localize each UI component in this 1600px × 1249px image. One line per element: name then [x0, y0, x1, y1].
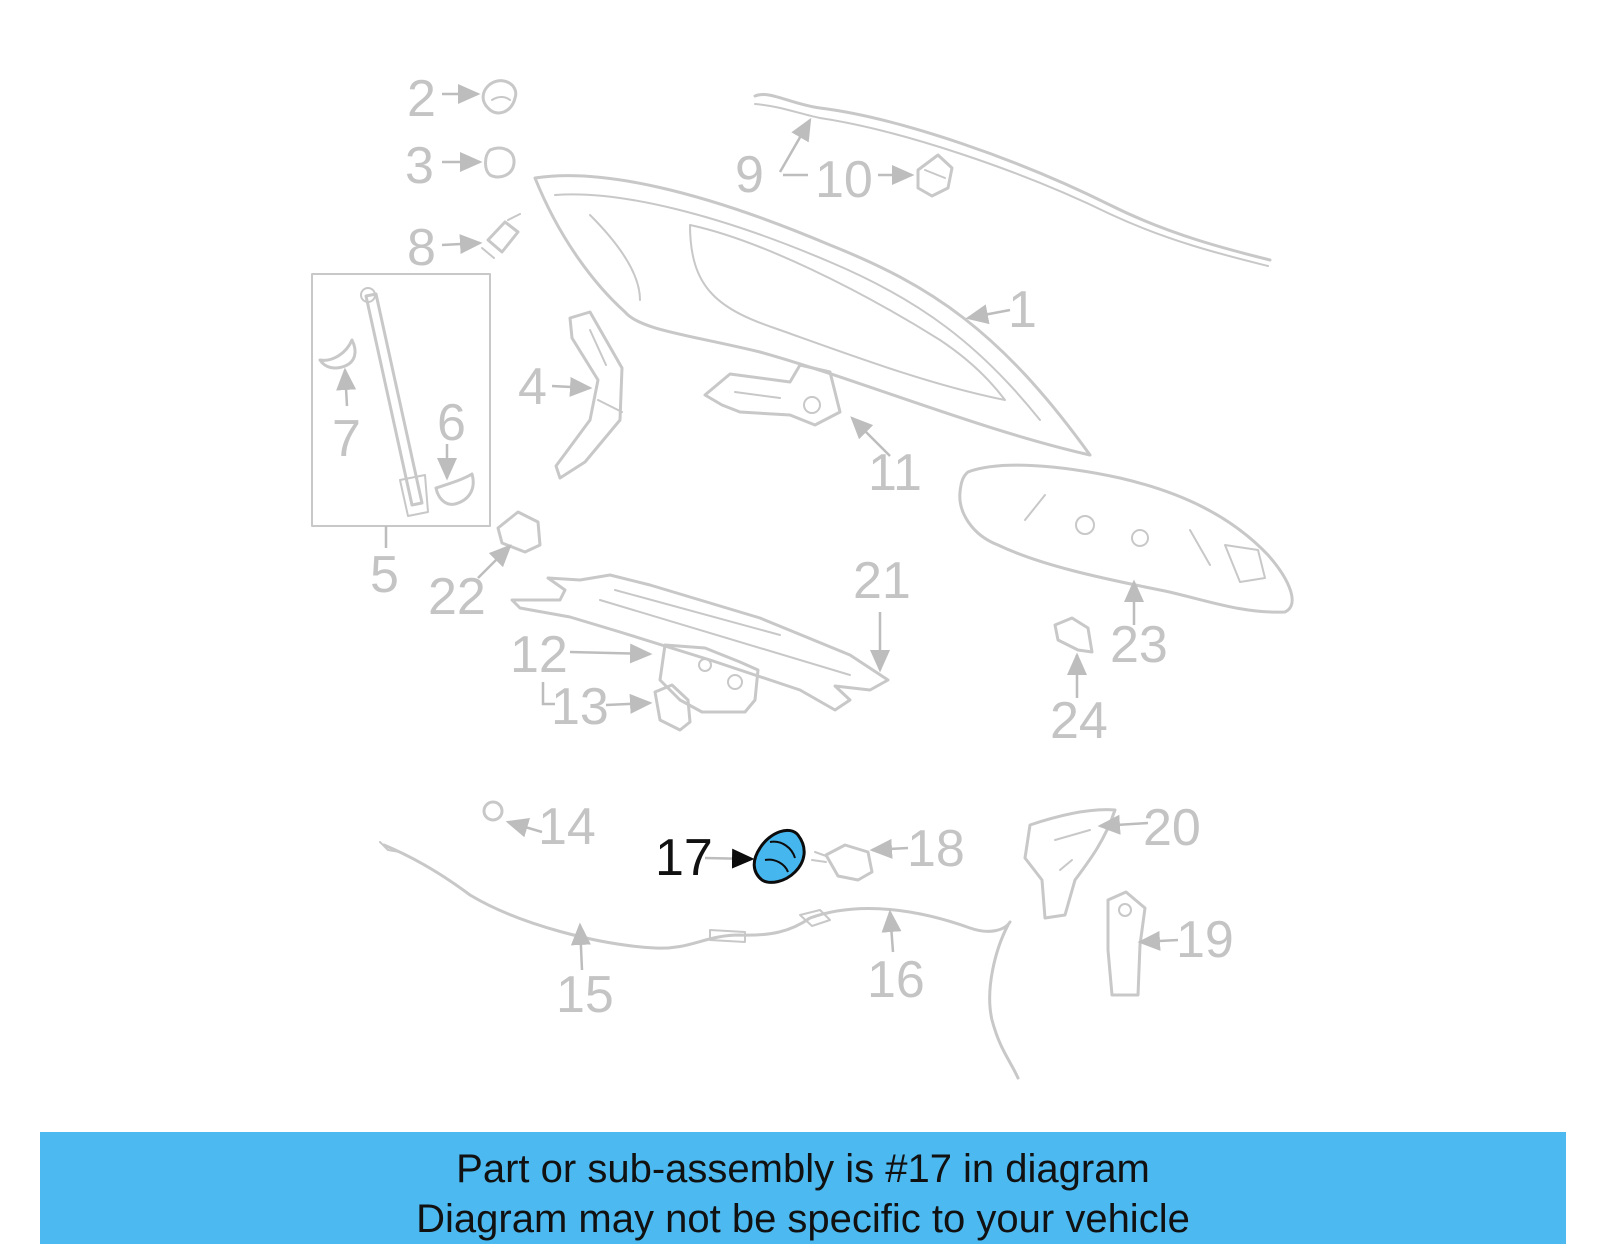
hood-panel-part [533, 174, 1092, 457]
callout-13: 13 [551, 678, 609, 736]
release-cable-part [379, 841, 1020, 1080]
hood-latch-part [658, 643, 760, 714]
clip-part-24 [1053, 616, 1094, 654]
weatherstrip-part [753, 93, 1272, 267]
callout-19: 19 [1176, 911, 1234, 969]
callout-3: 3 [405, 137, 434, 195]
callout-labels: 2 3 8 9 10 1 4 7 6 11 5 22 21 12 13 23 2… [332, 70, 1234, 1024]
clip-part-8 [481, 213, 521, 259]
bracket-part-13 [653, 683, 692, 732]
banner-line-part-number: Part or sub-assembly is #17 in diagram [456, 1147, 1150, 1191]
callout-17[interactable]: 17 [655, 829, 713, 887]
callout-20: 20 [1143, 799, 1201, 857]
leader-lines [336, 84, 1179, 971]
ring-part-14 [482, 800, 504, 822]
latch-bracket-part [703, 363, 842, 427]
info-banner: Part or sub-assembly is #17 in diagram D… [40, 1132, 1566, 1244]
bumper-part-18 [811, 843, 874, 882]
callout-5: 5 [370, 546, 399, 604]
callout-9: 9 [735, 146, 764, 204]
callout-10: 10 [815, 151, 873, 209]
callout-6: 6 [437, 394, 466, 452]
callout-2: 2 [407, 70, 436, 128]
hinge-part [554, 310, 624, 480]
bumper-part-22 [496, 510, 542, 554]
callout-4: 4 [518, 358, 547, 416]
callout-7: 7 [332, 410, 361, 468]
support-panel-part [510, 573, 890, 712]
strut-assembly-box [311, 273, 491, 527]
callout-23: 23 [1110, 616, 1168, 674]
callout-15: 15 [556, 966, 614, 1024]
callout-12: 12 [510, 626, 568, 684]
banner-line-disclaimer: Diagram may not be specific to your vehi… [416, 1197, 1190, 1241]
release-handle-part-17[interactable] [752, 829, 806, 884]
callout-1: 1 [1008, 281, 1037, 339]
callout-16: 16 [867, 951, 925, 1009]
callout-18: 18 [907, 820, 965, 878]
callout-11: 11 [868, 444, 922, 502]
callout-21: 21 [853, 552, 911, 610]
bumper-part-2 [481, 79, 518, 115]
plug-part [916, 153, 954, 198]
callout-22: 22 [428, 568, 486, 626]
plate-part-19 [1106, 890, 1147, 997]
insulator-pad-part [958, 463, 1294, 614]
callout-24: 24 [1050, 692, 1108, 750]
callout-14: 14 [538, 798, 596, 856]
callout-8: 8 [407, 219, 436, 277]
bumper-part-3 [484, 146, 516, 179]
